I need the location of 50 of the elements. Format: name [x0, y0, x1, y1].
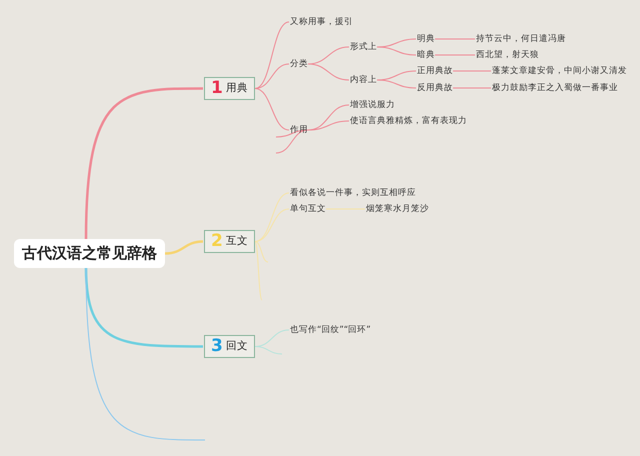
branch-line [254, 192, 290, 242]
branch-text: 又称用事，援引 [290, 16, 353, 28]
branch-text: 单句互文 [290, 203, 326, 215]
branch-line [308, 64, 350, 80]
topic-box [204, 334, 255, 358]
branch-text: 极力鼓励李正之入蜀做一番事业 [492, 82, 618, 94]
topic-number: 3 [211, 336, 223, 356]
branch-line [452, 70, 492, 72]
topic-box [204, 76, 255, 100]
branch-line [84, 268, 203, 348]
branch-text: 增强说服力 [350, 99, 395, 111]
branch-line [86, 268, 206, 440]
branch-line [276, 130, 308, 154]
branch-text: 内容上 [350, 74, 377, 86]
branch-line [254, 64, 290, 89]
branch-line [254, 22, 290, 89]
branch-line [376, 46, 416, 56]
branch-line [164, 240, 204, 255]
topic-label: 互文 [226, 234, 248, 248]
branch-line [254, 208, 290, 242]
central-topic: 古代汉语之常见辞格 [14, 238, 165, 268]
branch-text: 暗典 [417, 49, 435, 61]
branch-line [254, 346, 282, 354]
branch-line [434, 38, 476, 40]
branch-text: 蓬莱文章建安骨，中间小谢又清发 [492, 65, 627, 77]
branch-text: 使语言典雅精炼，富有表现力 [350, 115, 467, 127]
branch-line [84, 87, 203, 240]
branch-line [254, 241, 268, 262]
branch-text: 烟笼寒水月笼沙 [366, 203, 429, 215]
branch-line [254, 88, 290, 130]
branch-text: 明典 [417, 33, 435, 45]
branch-text: 持节云中，何日遣冯唐 [476, 33, 566, 45]
topic-number: 1 [211, 78, 223, 98]
topic-label: 回文 [226, 339, 248, 353]
branch-text: 形式上 [350, 41, 377, 53]
branch-line [434, 54, 476, 56]
topic-number: 2 [211, 231, 223, 251]
branch-line [326, 208, 366, 210]
branch-line [254, 241, 262, 300]
branch-text: 正用典故 [417, 65, 453, 77]
branch-text: 西北望，射天狼 [476, 49, 539, 61]
branch-text: 作用 [290, 124, 308, 136]
branch-text: 也写作“回纹”“回环” [290, 324, 371, 336]
branch-text: 反用典故 [417, 82, 453, 94]
branch-text: 看似各说一件事，实则互相呼应 [290, 187, 416, 199]
branch-text: 分类 [290, 58, 308, 70]
topic-box [204, 230, 255, 252]
branch-line [376, 80, 416, 88]
branch-line [308, 120, 350, 130]
topic-label: 用典 [226, 81, 248, 95]
